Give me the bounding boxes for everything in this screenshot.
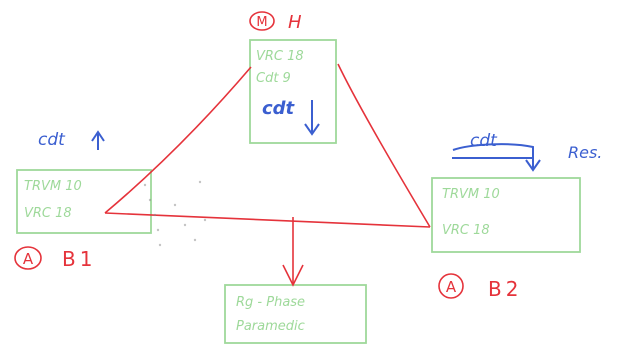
edge-top-to-right (337, 63, 431, 228)
left-label-badge: A (23, 250, 34, 268)
top-node-line-1: VRC 18 (256, 49, 304, 64)
arrowhead-down (282, 264, 304, 287)
right-label-badge: A (446, 278, 457, 296)
right-label-name: B2 (488, 277, 522, 301)
top-label-badge-circle (249, 11, 275, 31)
left-label-name: B1 (62, 247, 96, 271)
right-annotation: cdt (470, 131, 498, 151)
top-node-line-2: Cdt 9 (256, 71, 291, 86)
left-label-badge-circle (14, 246, 42, 270)
right-label-badge-circle (438, 273, 464, 299)
bottom-node-line-1: Rg - Phase (236, 295, 305, 310)
right-strike-and-arrow (452, 143, 541, 172)
bottom-node-box (224, 284, 367, 344)
pencil-scribbles (143, 180, 207, 247)
right-node-line-2: VRC 18 (442, 223, 490, 238)
right-annotation-extra: Res. (568, 143, 602, 162)
edge-left-to-right (104, 212, 431, 228)
left-node-line-2: VRC 18 (24, 206, 72, 221)
top-node-down-arrow (304, 100, 320, 136)
bottom-node-line-2: Paramedic (236, 319, 305, 334)
left-node-box (16, 169, 152, 234)
edge-left-to-top (104, 66, 252, 214)
top-label-name: H (288, 12, 302, 33)
right-node-box (431, 177, 581, 253)
top-label-badge: M (256, 15, 267, 30)
left-up-arrow (91, 130, 105, 150)
left-annotation: cdt (38, 130, 66, 150)
left-node-line-1: TRVM 10 (24, 179, 82, 194)
right-node-line-1: TRVM 10 (442, 187, 500, 202)
top-node-box (249, 39, 337, 144)
top-node-line-3: cdt (262, 98, 296, 119)
